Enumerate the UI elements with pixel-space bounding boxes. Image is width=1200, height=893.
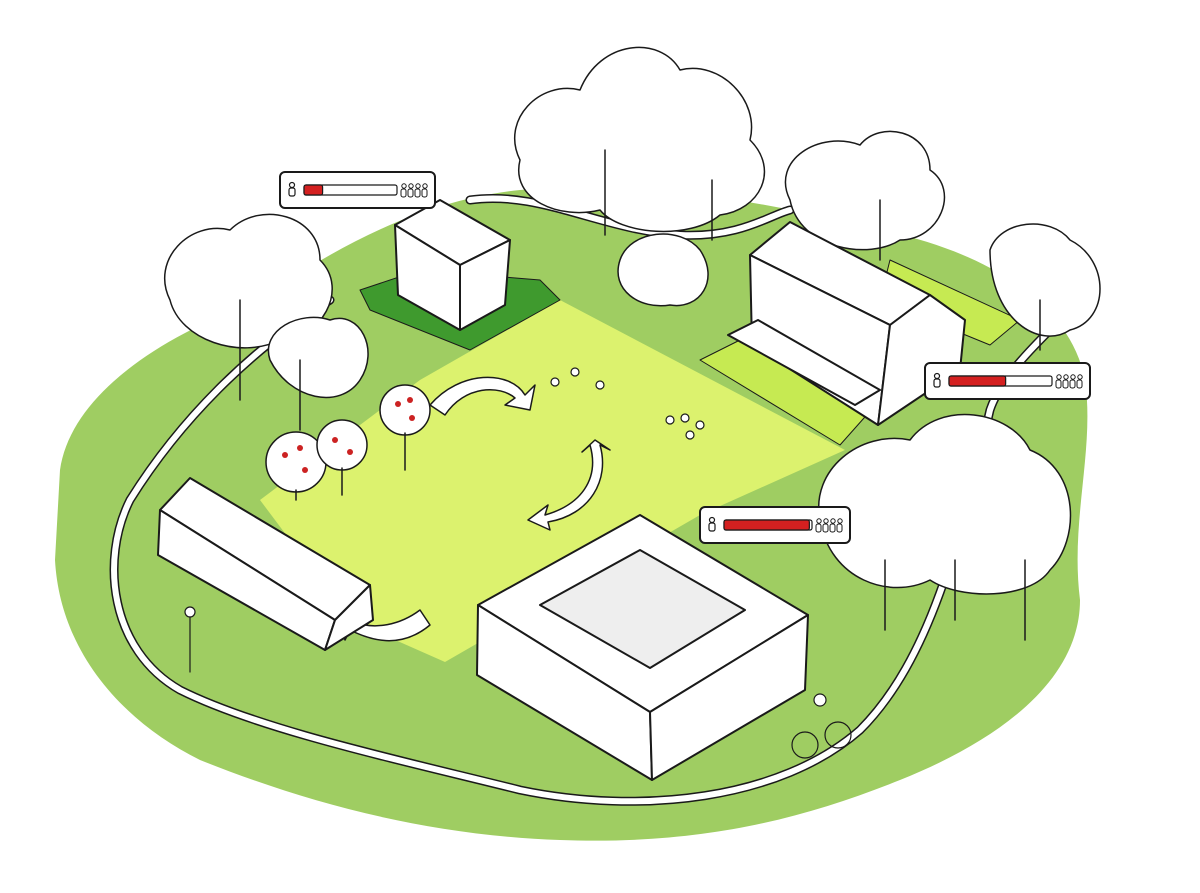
cube-building — [394, 199, 511, 331]
people — [184, 367, 852, 759]
crowd-icon — [1055, 374, 1083, 389]
fruit-tree — [379, 384, 431, 436]
single-person-icon — [708, 516, 716, 532]
tree — [817, 413, 1072, 595]
fruit-tree — [316, 419, 368, 471]
occupancy-callout-cube — [279, 171, 436, 209]
occupancy-bar-fill — [948, 375, 1007, 387]
tree-group-back — [163, 46, 1101, 595]
crowd-icon — [400, 183, 428, 198]
greenhouse — [157, 477, 374, 651]
tree — [617, 233, 709, 307]
tree — [989, 223, 1101, 337]
tree-trunks — [239, 149, 1041, 641]
fruit-trees — [265, 384, 431, 501]
tree — [784, 130, 946, 251]
tree — [513, 46, 766, 233]
single-person-icon — [288, 181, 296, 197]
arrow-icon — [527, 439, 611, 531]
tree — [267, 316, 369, 399]
crowd-icon — [815, 518, 843, 533]
occupancy-bar-fill — [303, 184, 324, 196]
courtyard-building — [476, 514, 809, 781]
occupancy-callout-long-building — [924, 362, 1091, 400]
occupancy-bar-fill — [723, 519, 810, 531]
arrow-icon — [429, 376, 536, 416]
occupancy-callout-courtyard — [699, 506, 851, 544]
long-building — [727, 221, 966, 426]
single-person-icon — [933, 372, 941, 388]
tree — [163, 213, 333, 349]
